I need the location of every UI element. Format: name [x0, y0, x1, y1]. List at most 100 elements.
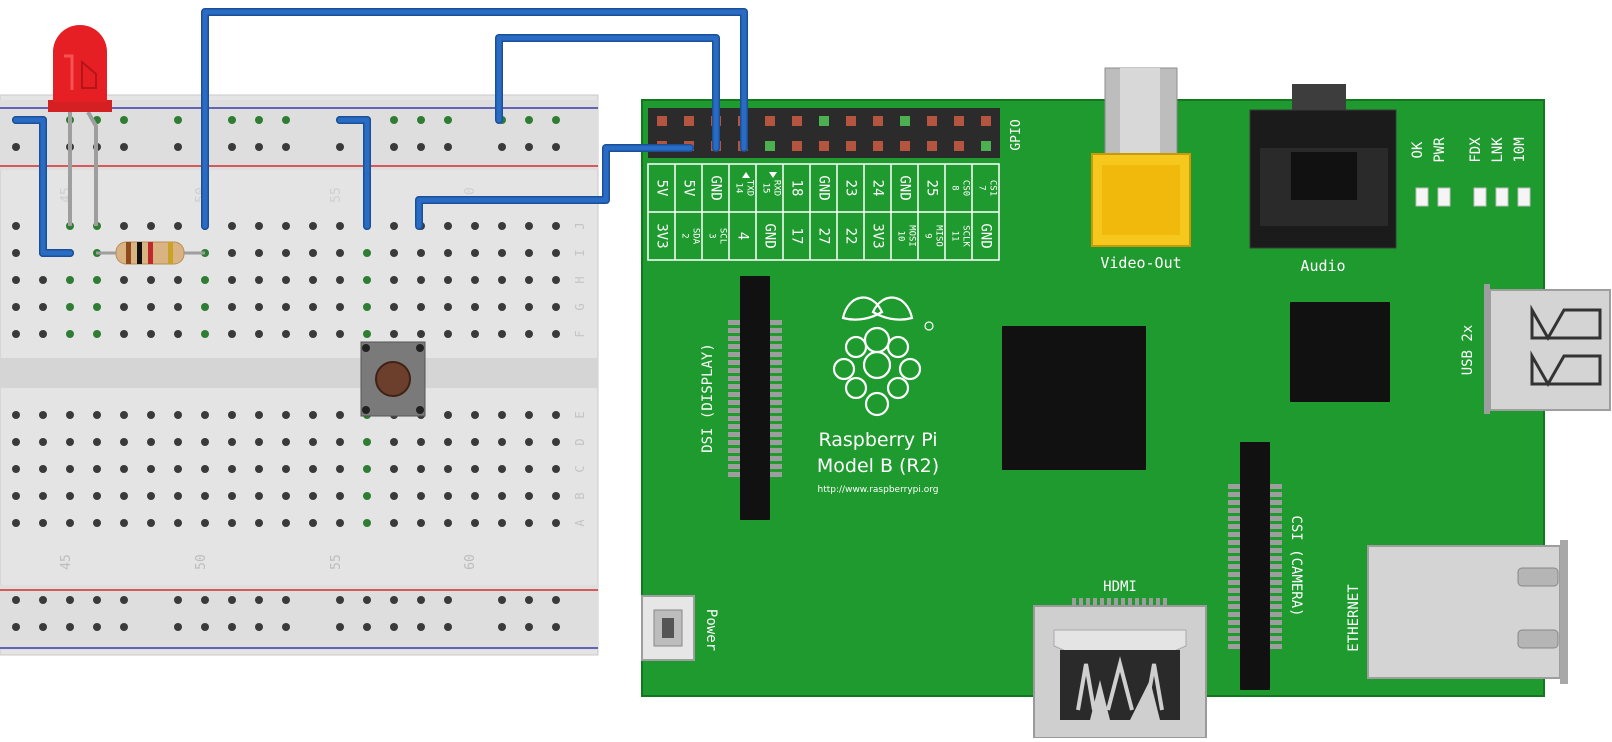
breadboard-hole	[552, 492, 560, 500]
breadboard-hole	[552, 249, 560, 257]
breadboard-hole	[525, 492, 533, 500]
power-rail-hole	[390, 143, 398, 151]
breadboard-hole	[201, 492, 209, 500]
breadboard-hole	[336, 492, 344, 500]
breadboard-hole	[282, 276, 290, 284]
gpio-pin	[954, 116, 964, 126]
breadboard-hole	[282, 249, 290, 257]
status-led-label: OK	[1410, 141, 1426, 158]
power-rail-hole	[552, 143, 560, 151]
breadboard-hole	[309, 303, 317, 311]
power-rail-hole	[228, 623, 236, 631]
gpio-pin-name: 5V	[654, 180, 670, 197]
breadboard-hole	[39, 303, 47, 311]
breadboard-hole	[12, 465, 20, 473]
gpio-pin-name: 27	[816, 228, 832, 245]
breadboard-hole	[93, 411, 101, 419]
breadboard-hole	[363, 276, 371, 284]
gpio-pin-name: 3V3	[654, 223, 670, 248]
breadboard-hole	[66, 330, 74, 338]
power-rail-hole	[282, 116, 290, 124]
breadboard-hole	[174, 330, 182, 338]
power-port-hole	[662, 618, 674, 638]
breadboard-hole	[336, 276, 344, 284]
ethernet-port	[1367, 545, 1561, 679]
breadboard-hole	[390, 330, 398, 338]
gpio-pin	[684, 116, 694, 126]
gpio-pin-name: SDA	[691, 228, 701, 245]
breadboard-hole	[147, 303, 155, 311]
breadboard-hole	[444, 492, 452, 500]
row-letter: J	[573, 222, 587, 229]
gpio-pin	[765, 141, 775, 151]
breadboard-hole	[174, 411, 182, 419]
gpio-pin-name: GND	[897, 175, 913, 200]
breadboard-hole	[363, 330, 371, 338]
ethernet-led-top	[1517, 567, 1559, 587]
gpio-pin-name: SCLK	[961, 225, 971, 247]
breadboard-hole	[471, 465, 479, 473]
breadboard-hole	[417, 519, 425, 527]
center-channel	[0, 358, 598, 388]
raspberry-pi-logo-icon	[832, 296, 934, 417]
power-rail-hole	[444, 116, 452, 124]
gpio-pin-name: RXD	[772, 180, 782, 196]
power-label: Power	[703, 609, 719, 651]
row-letter: C	[573, 465, 587, 472]
gpio-pin-name: CS1	[988, 180, 998, 196]
breadboard-hole	[444, 276, 452, 284]
gpio-pin	[873, 116, 883, 126]
breadboard-hole	[363, 465, 371, 473]
power-rail-hole	[201, 623, 209, 631]
breadboard-hole	[309, 330, 317, 338]
gpio-pin-number: 15	[761, 183, 771, 194]
breadboard-hole	[255, 519, 263, 527]
breadboard-hole	[228, 276, 236, 284]
breadboard-hole	[309, 465, 317, 473]
breadboard-hole	[363, 438, 371, 446]
power-rail-hole	[444, 623, 452, 631]
status-led	[1415, 187, 1429, 207]
gpio-pin-number: 8	[950, 185, 960, 190]
power-rail-hole	[174, 596, 182, 604]
resistor-band-1	[126, 242, 131, 264]
power-rail-hole	[93, 623, 101, 631]
gpio-pin-name: 22	[843, 228, 859, 245]
status-led-label: FDX	[1468, 137, 1484, 163]
usb-slot-top	[1530, 304, 1602, 342]
power-rail-hole	[39, 596, 47, 604]
breadboard-hole	[93, 303, 101, 311]
power-rail-hole	[66, 623, 74, 631]
gpio-pin-name: GND	[816, 175, 832, 200]
power-rail-hole	[255, 116, 263, 124]
breadboard-hole	[282, 330, 290, 338]
led-highlight	[64, 54, 74, 90]
gpio-pin-name: GND	[762, 223, 778, 248]
power-rail-hole	[255, 623, 263, 631]
breadboard-hole	[39, 465, 47, 473]
breadboard-hole	[498, 438, 506, 446]
gpio-pin	[900, 116, 910, 126]
gpio-pin	[954, 141, 964, 151]
power-rail-hole	[525, 143, 533, 151]
breadboard-hole	[525, 303, 533, 311]
breadboard-hole	[228, 465, 236, 473]
breadboard-hole	[39, 276, 47, 284]
power-rail-hole	[336, 596, 344, 604]
breadboard-hole	[336, 249, 344, 257]
ethernet-led-bottom	[1517, 629, 1559, 649]
breadboard-hole	[444, 249, 452, 257]
usb-label: USB 2x	[1460, 325, 1476, 376]
gpio-pin-name: 18	[789, 180, 805, 197]
gpio-pin-number: 11	[950, 231, 960, 242]
breadboard-hole	[282, 411, 290, 419]
power-rail-hole	[120, 116, 128, 124]
breadboard-hole	[147, 330, 155, 338]
power-rail-hole	[525, 623, 533, 631]
breadboard-hole	[417, 276, 425, 284]
breadboard-hole	[471, 438, 479, 446]
